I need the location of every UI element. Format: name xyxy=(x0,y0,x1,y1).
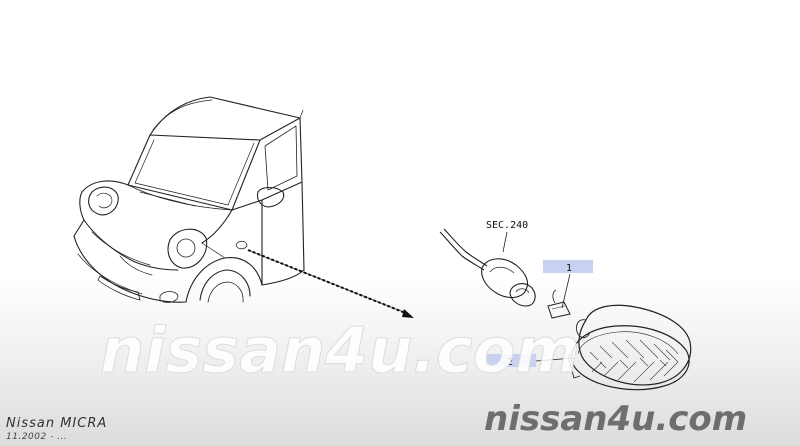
car-illustration xyxy=(73,96,305,303)
callout-2-leader xyxy=(535,357,575,362)
section-reference[interactable]: SEC.240 xyxy=(486,220,528,231)
production-date-caption: 11.2002 - ... xyxy=(6,432,68,442)
callout-1[interactable]: 1 xyxy=(543,260,593,309)
callout-2-number: 2 xyxy=(507,357,513,368)
callout-2[interactable]: 2 xyxy=(486,354,575,368)
callout-2-highlight xyxy=(486,354,536,367)
callout-1-leader xyxy=(561,273,571,309)
vehicle-model-caption: Nissan MICRA xyxy=(6,416,108,431)
watermark-corner: nissan4u.com xyxy=(484,399,747,439)
leader-line xyxy=(247,249,414,318)
side-turn-lamp xyxy=(567,304,692,391)
callout-1-highlight xyxy=(543,260,593,273)
section-reference-leader xyxy=(502,231,508,253)
watermark-center: nissan4u.com xyxy=(100,314,580,387)
callout-1-number: 1 xyxy=(566,263,572,274)
bulb xyxy=(547,289,571,319)
bulb-socket-harness xyxy=(439,228,536,307)
